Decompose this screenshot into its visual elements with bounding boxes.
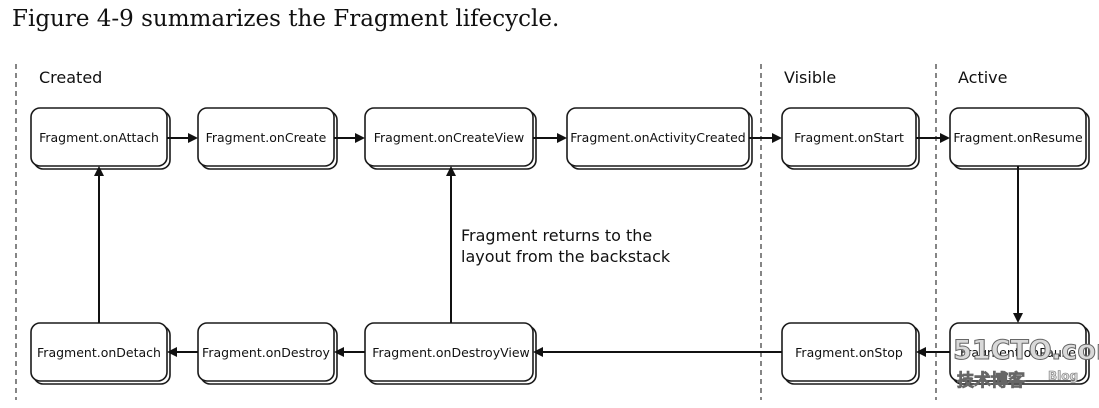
arrow-start-to-resume [916,133,950,143]
node-label: Fragment.onCreateView [374,130,524,145]
arrow-resume-to-pause [1013,166,1023,323]
arrow-stop-to-destroy-view [533,347,782,357]
watermark-blog: Blog [1048,369,1078,383]
node-label: Fragment.onPause [960,345,1076,360]
backstack-note-line2: layout from the backstack [461,247,671,266]
arrow-create-to-create-view [334,133,365,143]
arrow-destroy-to-detach [167,347,198,357]
figure-caption: Figure 4-9 summarizes the Fragment lifec… [12,6,560,32]
arrow-destroy-view-to-create-view [446,166,456,323]
node-on-activity-created: Fragment.onActivityCreated [566,107,753,170]
site-watermark: 51CTO.com 技术博客 Blog [953,335,1099,392]
arrow-attach-to-create [167,133,198,143]
node-on-resume: Fragment.onResume [949,107,1090,170]
backstack-note-line1: Fragment returns to the [461,226,652,245]
node-label: Fragment.onActivityCreated [570,130,745,145]
section-label-created: Created [39,68,102,87]
node-label: Fragment.onResume [953,130,1083,145]
arrow-pause-to-stop [916,347,950,357]
arrow-destroy-view-to-destroy [334,347,365,357]
arrow-detach-to-attach [94,166,104,323]
node-on-create-view: Fragment.onCreateView [364,107,537,170]
node-on-destroy-view: Fragment.onDestroyView [364,322,537,385]
node-label: Fragment.onStop [795,345,903,360]
arrow-create-view-to-activity-created [533,133,567,143]
watermark-site: 51CTO.com [953,335,1099,366]
node-label: Fragment.onCreate [206,130,327,145]
node-label: Fragment.onAttach [39,130,159,145]
node-on-stop: Fragment.onStop [781,322,920,385]
watermark-tagline: 技术博客 [957,370,1026,391]
node-label: Fragment.onDetach [37,345,161,360]
node-label: Fragment.onStart [794,130,904,145]
node-on-attach: Fragment.onAttach [30,107,171,170]
node-label: Fragment.onDestroy [202,345,330,360]
node-on-destroy: Fragment.onDestroy [197,322,338,385]
node-label: Fragment.onDestroyView [372,345,530,360]
node-on-create: Fragment.onCreate [197,107,338,170]
node-on-start: Fragment.onStart [781,107,920,170]
node-on-pause: Fragment.onPause [949,322,1090,385]
section-label-visible: Visible [784,68,836,87]
section-label-active: Active [958,68,1008,87]
node-on-detach: Fragment.onDetach [30,322,171,385]
arrow-activity-created-to-start [749,133,782,143]
